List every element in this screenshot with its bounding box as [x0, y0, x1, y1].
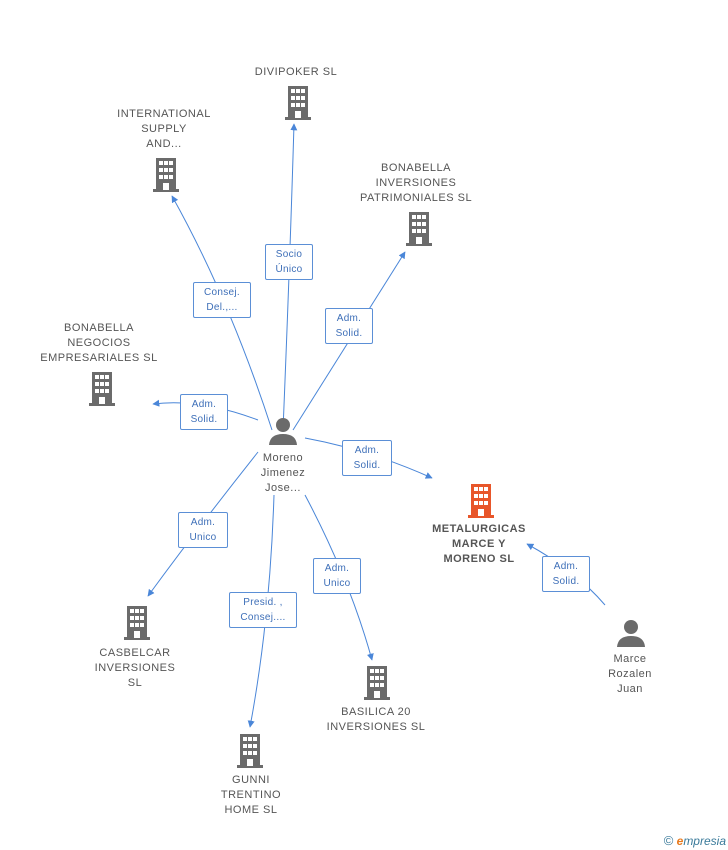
edge-label-adm-unico-basilica[interactable]: Adm. Unico — [313, 558, 361, 594]
edge-label-adm-unico-casbelcar[interactable]: Adm. Unico — [178, 512, 228, 548]
node-marce-rozalen-juan[interactable]: Marce Rozalen Juan — [608, 653, 652, 695]
edge-label-socio-unico[interactable]: Socio Único — [265, 244, 313, 280]
node-casbelcar[interactable]: CASBELCAR INVERSIONES SL — [94, 647, 176, 689]
copyright-symbol: © — [663, 833, 674, 848]
edge-label-adm-solid-marce[interactable]: Adm. Solid. — [542, 556, 590, 592]
node-bonabella-inversiones[interactable]: BONABELLA INVERSIONES PATRIMONIALES SL — [359, 162, 473, 204]
person-icon — [617, 620, 645, 647]
edge-label-consej-del[interactable]: Consej. Del.,... — [193, 282, 251, 318]
edge-label-adm-solid-metalurgicas[interactable]: Adm. Solid. — [342, 440, 392, 476]
edge-label-adm-solid-bonabella-inv[interactable]: Adm. Solid. — [325, 308, 373, 344]
empresia-watermark: © empresia — [664, 833, 726, 848]
brand-name: mpresia — [683, 834, 726, 848]
building-icon — [364, 666, 390, 700]
brand-initial: e — [676, 834, 684, 848]
node-metalurgicas-marce-moreno[interactable]: METALURGICAS MARCE Y MORENO SL — [432, 523, 526, 565]
node-bonabella-negocios[interactable]: BONABELLA NEGOCIOS EMPRESARIALES SL — [40, 322, 158, 364]
building-icon — [237, 734, 263, 768]
person-icon — [269, 418, 297, 445]
building-icon — [153, 158, 179, 192]
edge-label-presid-consej[interactable]: Presid. , Consej.... — [229, 592, 297, 628]
node-moreno-jimenez-jose[interactable]: Moreno Jimenez Jose... — [260, 452, 306, 494]
node-basilica-20[interactable]: BASILICA 20 INVERSIONES SL — [326, 706, 426, 733]
node-international-supply[interactable]: INTERNATIONAL SUPPLY AND... — [117, 108, 211, 150]
node-divipoker[interactable]: DIVIPOKER SL — [254, 66, 338, 78]
building-icon — [124, 606, 150, 640]
building-icon-main — [468, 484, 494, 518]
building-icon — [285, 86, 311, 120]
building-icon — [89, 372, 115, 406]
building-icon — [406, 212, 432, 246]
node-gunni-trentino[interactable]: GUNNI TRENTINO HOME SL — [220, 774, 282, 816]
edge-label-adm-solid-bonabella-neg[interactable]: Adm. Solid. — [180, 394, 228, 430]
